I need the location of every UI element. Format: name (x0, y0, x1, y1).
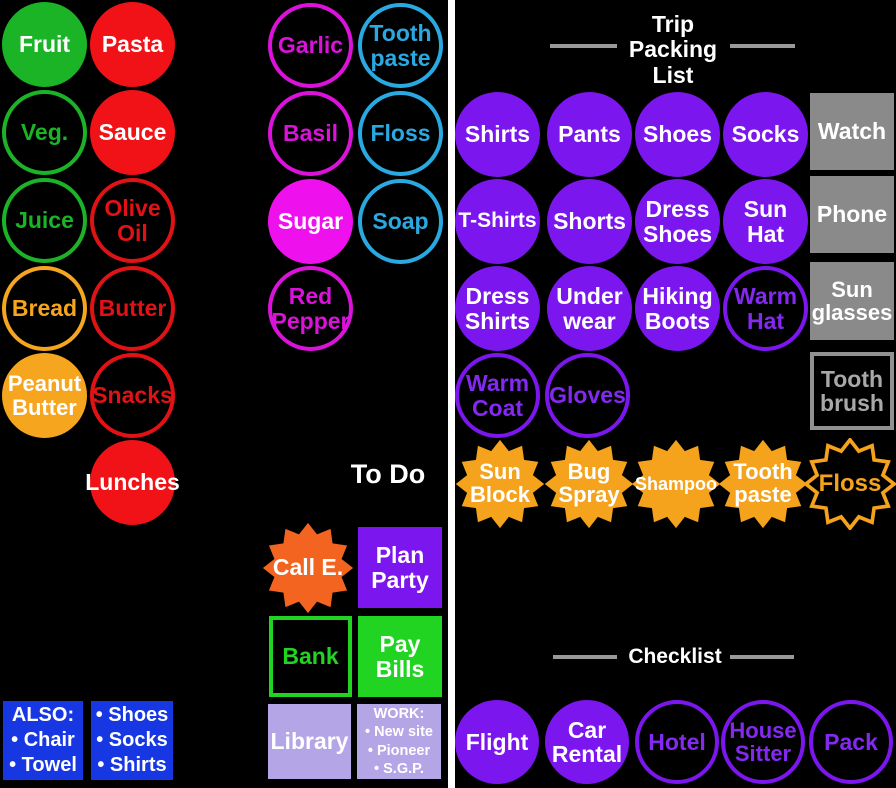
bubble-sun-hat[interactable]: Sun Hat (723, 179, 808, 264)
checklist-title: Checklist (628, 645, 722, 668)
label: Call E. (272, 554, 344, 581)
label: Shampoo (634, 473, 717, 494)
burst-shampoo[interactable]: Shampoo (630, 438, 722, 530)
bubble-hiking-boots[interactable]: Hiking Boots (635, 266, 720, 351)
bubble-car-rental[interactable]: Car Rental (545, 700, 629, 784)
bubble-floss-left[interactable]: Floss (358, 91, 443, 176)
bubble-shirts[interactable]: Shirts (455, 92, 540, 177)
bubble-sugar[interactable]: Sugar (268, 179, 353, 264)
bubble-pasta[interactable]: Pasta (90, 2, 175, 87)
burst-floss[interactable]: Floss (804, 438, 896, 530)
card-bank[interactable]: Bank (269, 616, 352, 697)
bubble-shoes[interactable]: Shoes (635, 92, 720, 177)
todo-title: To Do (350, 459, 426, 489)
note-work[interactable]: WORK: • New site • Pioneer • S.G.P. (357, 704, 441, 779)
bubble-gloves[interactable]: Gloves (545, 353, 630, 438)
bubble-garlic[interactable]: Garlic (268, 3, 353, 88)
burst-call-e[interactable]: Call E. (261, 521, 355, 615)
bubble-bread[interactable]: Bread (2, 266, 87, 351)
bubble-sauce[interactable]: Sauce (90, 90, 175, 175)
bubble-butter[interactable]: Butter (90, 266, 175, 351)
bubble-soap[interactable]: Soap (358, 179, 443, 264)
burst-bug-spray[interactable]: Bug Spray (543, 438, 635, 530)
card-pay-bills[interactable]: Pay Bills (358, 616, 442, 697)
page-divider (448, 0, 455, 788)
bubble-socks[interactable]: Socks (723, 92, 808, 177)
bubble-lunches[interactable]: Lunches (85, 440, 180, 525)
bubble-juice[interactable]: Juice (2, 178, 87, 263)
title-dash-right (730, 44, 795, 48)
label: Sun Block (470, 459, 530, 507)
bubble-dress-shoes[interactable]: Dress Shoes (635, 179, 720, 264)
label: Tooth paste (733, 459, 793, 507)
bubble-warm-coat[interactable]: Warm Coat (455, 353, 540, 438)
bubble-dress-shirts[interactable]: Dress Shirts (455, 266, 540, 351)
checklist-dash-right (730, 655, 794, 659)
bubble-shorts[interactable]: Shorts (547, 179, 632, 264)
bubble-peanut-butter[interactable]: Peanut Butter (2, 353, 87, 438)
bubble-olive-oil[interactable]: Olive Oil (90, 178, 175, 263)
bubble-house-sitter[interactable]: House Sitter (721, 700, 805, 784)
checklist-dash-left (553, 655, 617, 659)
bubble-snacks[interactable]: Snacks (90, 353, 175, 438)
bubble-hotel[interactable]: Hotel (635, 700, 719, 784)
card-library[interactable]: Library (268, 704, 351, 779)
bubble-toothpaste-left[interactable]: Tooth paste (358, 3, 443, 88)
card-plan-party[interactable]: Plan Party (358, 527, 442, 608)
card-toothbrush[interactable]: Tooth brush (810, 352, 894, 430)
packing-title: Trip Packing List (628, 11, 718, 88)
note-also-2[interactable]: • Shoes • Socks • Shirts (91, 701, 173, 780)
card-watch[interactable]: Watch (810, 93, 894, 170)
bubble-pants[interactable]: Pants (547, 92, 632, 177)
bubble-flight[interactable]: Flight (455, 700, 539, 784)
bubble-red-pepper[interactable]: Red Pepper (268, 266, 353, 351)
label: Bug Spray (558, 459, 620, 507)
bubble-t-shirts[interactable]: T-Shirts (455, 179, 540, 264)
card-sunglasses[interactable]: Sun glasses (810, 262, 894, 340)
bubble-warm-hat[interactable]: Warm Hat (723, 266, 808, 351)
burst-toothpaste[interactable]: Tooth paste (717, 438, 809, 530)
bubble-veg[interactable]: Veg. (2, 90, 87, 175)
label: Floss (818, 469, 882, 497)
title-dash-left (550, 44, 617, 48)
card-phone[interactable]: Phone (810, 176, 894, 253)
note-also[interactable]: ALSO: • Chair • Towel (3, 701, 83, 780)
bubble-pack[interactable]: Pack (809, 700, 893, 784)
burst-sun-block[interactable]: Sun Block (454, 438, 546, 530)
bubble-underwear[interactable]: Under wear (547, 266, 632, 351)
bubble-basil[interactable]: Basil (268, 91, 353, 176)
bubble-fruit[interactable]: Fruit (2, 2, 87, 87)
